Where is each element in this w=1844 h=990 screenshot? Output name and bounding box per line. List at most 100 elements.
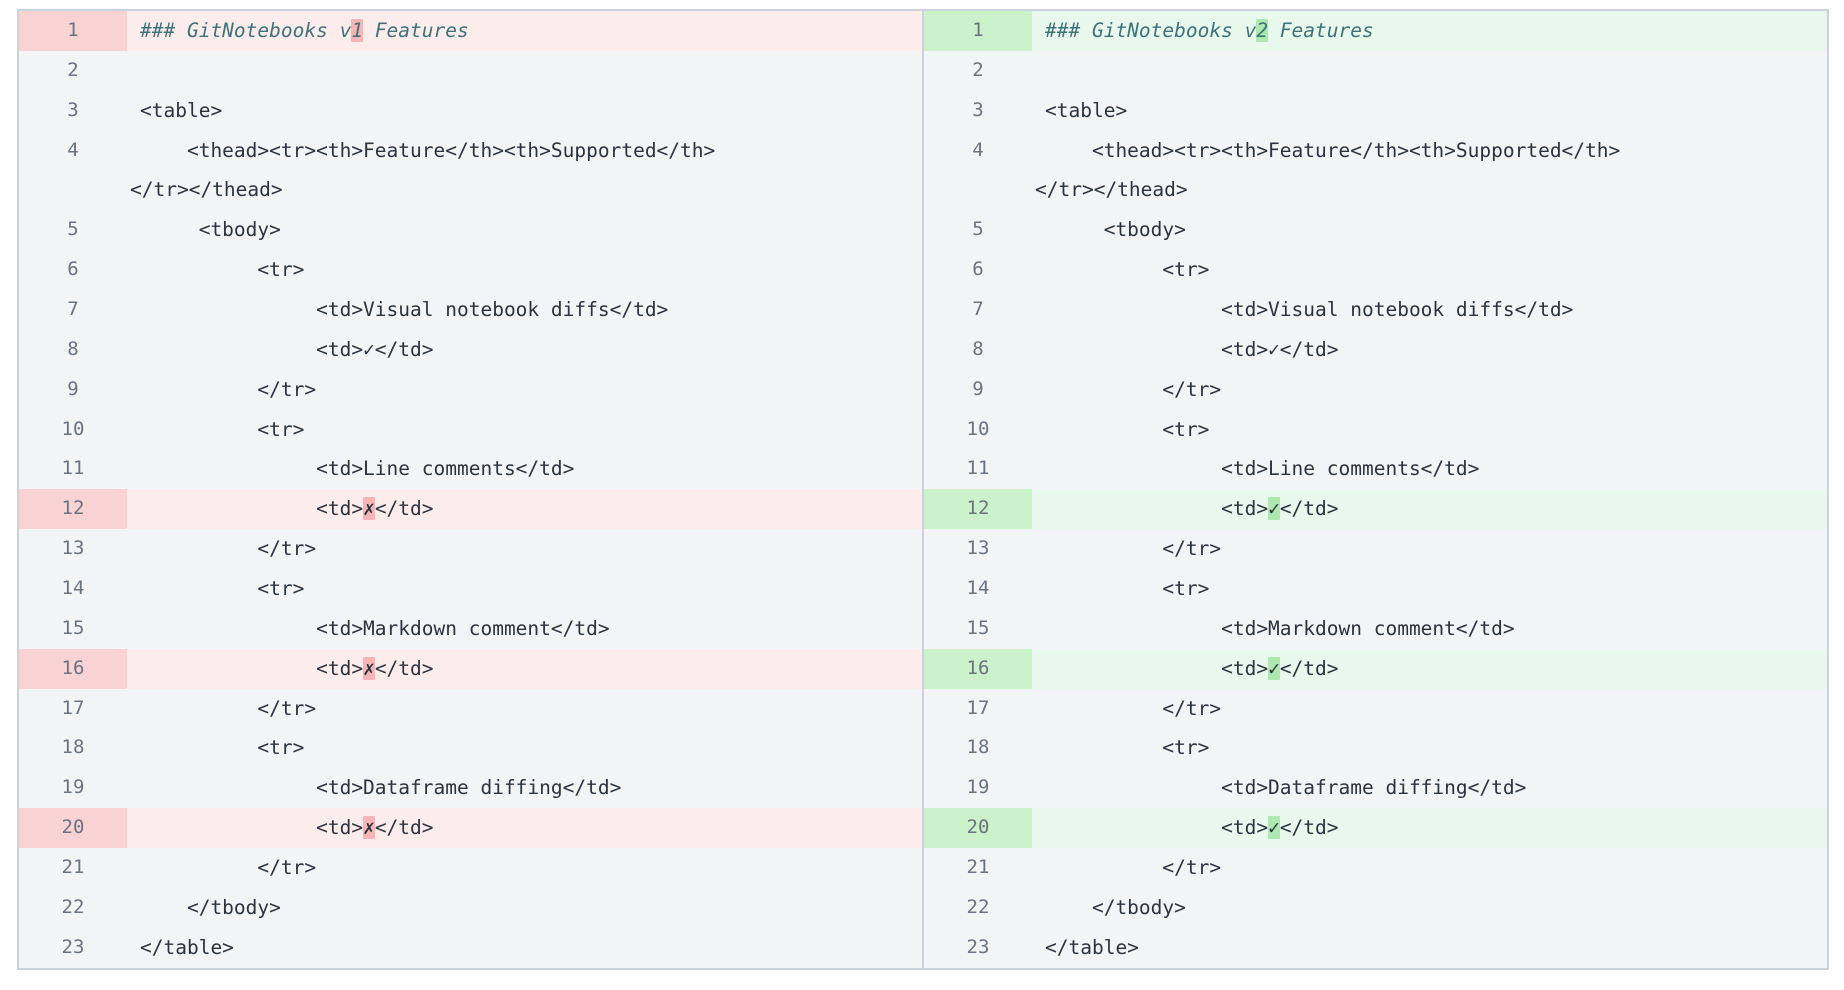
- code-line: </tr>: [127, 689, 922, 729]
- code-line: <tr>: [1032, 569, 1827, 609]
- code-text: </tr>: [140, 377, 317, 401]
- inline-diff-highlight: 1: [351, 19, 364, 42]
- code-line: <tbody>: [1032, 210, 1827, 250]
- line-number[interactable]: 13: [61, 537, 85, 560]
- line-number[interactable]: 14: [61, 577, 85, 600]
- diff-row-new-20: 20 <td>✓</td>: [924, 808, 1827, 849]
- line-number[interactable]: 11: [966, 457, 990, 480]
- diff-row-new-14: 14 <tr>: [924, 569, 1827, 609]
- line-number[interactable]: 14: [966, 577, 990, 600]
- code-line: </tr></thead>: [1032, 170, 1827, 210]
- diff-row-old-1: 1 ### GitNotebooks v1 Features: [19, 11, 922, 51]
- line-number[interactable]: 10: [966, 417, 990, 440]
- diff-row-new-22: 22 </tbody>: [924, 888, 1827, 928]
- line-number[interactable]: 1: [924, 11, 1032, 51]
- code-line: <tr>: [127, 250, 922, 290]
- line-number[interactable]: 18: [966, 736, 990, 759]
- code-line: </tr>: [1032, 848, 1827, 888]
- line-number[interactable]: 16: [19, 648, 127, 689]
- line-number[interactable]: 5: [67, 218, 79, 241]
- line-number[interactable]: 8: [972, 337, 984, 360]
- diff-row-old-23: 23 </table>: [19, 928, 922, 968]
- code-text: <td>Dataframe diffing</td>: [1045, 776, 1527, 800]
- code-text: <tr>: [140, 417, 305, 441]
- code-line: <td>✓</td>: [1032, 808, 1827, 849]
- line-number[interactable]: 16: [924, 648, 1032, 689]
- line-number[interactable]: 18: [61, 736, 85, 759]
- diff-row-old-20: 20 <td>✗</td>: [19, 808, 922, 849]
- code-text: </tr>: [1045, 696, 1222, 720]
- code-line: <thead><tr><th>Feature</th><th>Supported…: [1032, 131, 1827, 171]
- code-line: <tr>: [127, 569, 922, 609]
- code-line: <td>✓</td>: [1032, 330, 1827, 370]
- diff-row-old-14: 14 <tr>: [19, 569, 922, 609]
- code-line: <td>Visual notebook diffs</td>: [127, 290, 922, 330]
- code-line: <td>Dataframe diffing</td>: [1032, 768, 1827, 808]
- line-number[interactable]: 13: [966, 537, 990, 560]
- code-line: ### GitNotebooks v1 Features: [127, 11, 922, 51]
- diff-row-new-9: 9 </tr>: [924, 370, 1827, 410]
- line-number[interactable]: 4: [972, 138, 984, 161]
- line-number[interactable]: 6: [972, 258, 984, 281]
- line-number[interactable]: 7: [67, 298, 79, 321]
- code-text: </tr>: [140, 537, 317, 561]
- code-text: <tr>: [140, 258, 305, 282]
- line-number[interactable]: 21: [61, 856, 85, 879]
- code-text: <td>✓</td>: [140, 337, 434, 361]
- inline-diff-highlight: ✓: [1268, 816, 1280, 840]
- code-text: <tr>: [140, 736, 305, 760]
- diff-row-new-4: 4 <thead><tr><th>Feature</th><th>Support…: [924, 131, 1827, 171]
- line-number[interactable]: 4: [67, 138, 79, 161]
- diff-row-new-15: 15 <td>Markdown comment</td>: [924, 609, 1827, 649]
- code-text: </tbody>: [140, 895, 281, 919]
- line-number[interactable]: 17: [966, 696, 990, 719]
- code-text: <tr>: [140, 577, 305, 601]
- line-number[interactable]: 9: [972, 377, 984, 400]
- line-number[interactable]: 23: [61, 935, 85, 958]
- code-text: </td>: [374, 816, 434, 840]
- line-number[interactable]: 2: [67, 58, 79, 81]
- line-number[interactable]: 21: [966, 856, 990, 879]
- line-number[interactable]: 8: [67, 337, 79, 360]
- diff-row-new-23: 23 </table>: [924, 928, 1827, 968]
- line-number[interactable]: 17: [61, 696, 85, 719]
- diff-row-old-11: 11 <td>Line comments</td>: [19, 449, 922, 489]
- line-number[interactable]: 10: [61, 417, 85, 440]
- line-number[interactable]: 23: [966, 935, 990, 958]
- line-number[interactable]: 20: [19, 808, 127, 849]
- line-number[interactable]: 7: [972, 298, 984, 321]
- line-number[interactable]: 12: [19, 489, 127, 530]
- diff-row-old-12: 12 <td>✗</td>: [19, 489, 922, 530]
- code-line: <tr>: [1032, 410, 1827, 450]
- inline-diff-highlight: ✗: [363, 816, 375, 840]
- line-number[interactable]: 20: [924, 808, 1032, 849]
- code-line: <tr>: [1032, 250, 1827, 290]
- line-number[interactable]: 9: [67, 377, 79, 400]
- code-text: </tbody>: [1045, 895, 1186, 919]
- code-text: <td>✓</td>: [1045, 337, 1339, 361]
- line-number[interactable]: 6: [67, 258, 79, 281]
- line-number[interactable]: 1: [19, 11, 127, 51]
- line-number[interactable]: 19: [61, 776, 85, 799]
- line-number[interactable]: 12: [924, 489, 1032, 530]
- diff-row-new-11: 11 <td>Line comments</td>: [924, 449, 1827, 489]
- code-line: </tr>: [127, 370, 922, 410]
- diff-row-old-19: 19 <td>Dataframe diffing</td>: [19, 768, 922, 808]
- line-number[interactable]: 22: [966, 895, 990, 918]
- diff-row-new-21: 21 </tr>: [924, 848, 1827, 888]
- line-number[interactable]: 3: [67, 98, 79, 121]
- diff-row-old-21: 21 </tr>: [19, 848, 922, 888]
- line-number[interactable]: 15: [61, 616, 85, 639]
- code-line: </table>: [1032, 928, 1827, 968]
- line-number[interactable]: 5: [972, 218, 984, 241]
- line-number[interactable]: 19: [966, 776, 990, 799]
- line-number[interactable]: 3: [972, 98, 984, 121]
- diff-row-new-5: 5 <tbody>: [924, 210, 1827, 250]
- code-line: <td>Markdown comment</td>: [1032, 609, 1827, 649]
- line-number[interactable]: 22: [61, 895, 85, 918]
- line-number[interactable]: 11: [61, 457, 85, 480]
- line-number[interactable]: 2: [972, 58, 984, 81]
- line-number[interactable]: 15: [966, 616, 990, 639]
- code-line: <tr>: [127, 728, 922, 768]
- pane-divider: [922, 11, 924, 968]
